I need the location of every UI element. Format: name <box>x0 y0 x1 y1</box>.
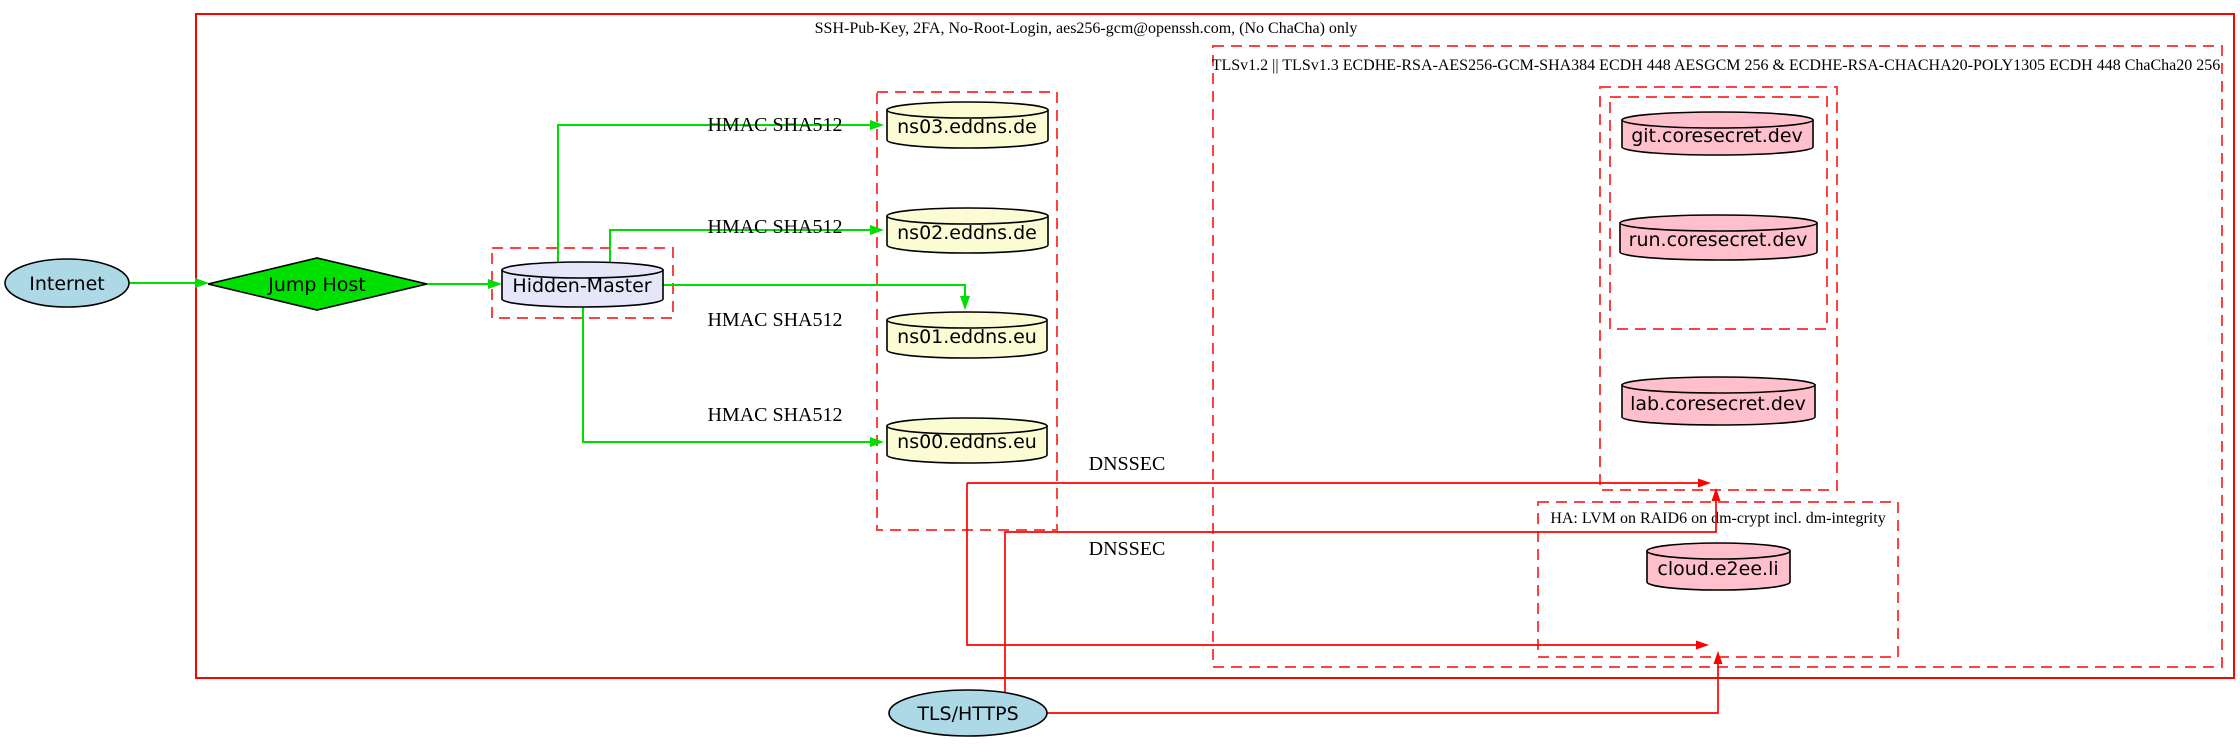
dnssec-label-1: DNSSEC <box>1089 453 1166 475</box>
dns-cluster-box <box>876 91 1058 531</box>
node-hidden-master <box>501 261 664 308</box>
hmac-label-ns01: HMAC SHA512 <box>707 309 842 331</box>
cloud-cylinder-body <box>1646 550 1791 591</box>
arrowhead-ha-up <box>1713 651 1723 664</box>
node-jump-host <box>207 257 428 311</box>
node-tls-https <box>888 689 1048 737</box>
node-internet <box>4 258 130 308</box>
edge-dnssec-ha <box>966 483 1697 646</box>
ssh-cluster-box <box>195 13 2235 679</box>
internet-ellipse <box>4 258 130 308</box>
git-cylinder-top <box>1621 111 1814 129</box>
tls-https-ellipse <box>888 689 1048 737</box>
edge-hiddenmaster-ns03 <box>557 124 870 262</box>
ns03-label: ns03.eddns.de <box>897 116 1037 138</box>
node-cloud <box>1646 542 1791 591</box>
coresecret-inner-cluster-box <box>1609 96 1828 330</box>
ha-cluster-label: HA: LVM on RAID6 on dm-crypt incl. dm-in… <box>1550 510 1885 527</box>
jump-host-diamond <box>207 257 428 311</box>
arrowhead-ha-right <box>1696 640 1709 650</box>
arrowhead-jumphost <box>195 278 209 288</box>
ns02-cylinder-top <box>886 207 1049 225</box>
green-arrowheads <box>195 120 970 447</box>
dnssec-label-2: DNSSEC <box>1089 538 1166 560</box>
ns01-cylinder-top <box>886 311 1048 329</box>
tls-cluster-label: TLSv1.2 || TLSv1.3 ECDHE-RSA-AES256-GCM-… <box>1212 57 2221 74</box>
run-cylinder-body <box>1619 222 1818 261</box>
ns02-label: ns02.eddns.de <box>897 222 1037 244</box>
arrowhead-coresecret-up <box>1711 488 1721 501</box>
arrowhead-ns01 <box>960 296 970 310</box>
ns01-label: ns01.eddns.eu <box>897 326 1037 348</box>
node-ns03 <box>886 101 1049 149</box>
dashed-cluster-borders <box>491 45 2223 668</box>
ns00-label: ns00.eddns.eu <box>897 431 1037 453</box>
internet-label: Internet <box>29 273 104 295</box>
node-lab <box>1621 376 1816 426</box>
jump-host-label: Jump Host <box>267 274 366 296</box>
hidden-master-label: Hidden-Master <box>512 275 651 297</box>
hmac-label-ns03: HMAC SHA512 <box>707 114 842 136</box>
node-ns00 <box>886 417 1048 464</box>
ns02-cylinder-body <box>886 215 1049 254</box>
tls-https-label: TLS/HTTPS <box>916 703 1018 725</box>
node-ns02 <box>886 207 1049 254</box>
hmac-label-ns02: HMAC SHA512 <box>707 216 842 238</box>
arrowhead-ns02 <box>870 225 884 235</box>
hidden-master-cylinder-top <box>501 261 664 279</box>
ns03-cylinder-body <box>886 109 1049 149</box>
git-label: git.coresecret.dev <box>1631 125 1803 147</box>
run-cylinder-top <box>1619 214 1818 232</box>
node-run <box>1619 214 1818 261</box>
cloud-cylinder-top <box>1646 542 1791 560</box>
coresecret-outer-cluster-box <box>1599 86 1838 491</box>
lab-label: lab.coresecret.dev <box>1630 393 1806 415</box>
edge-tlshttps-ha <box>1047 663 1719 714</box>
green-edges <box>129 124 966 443</box>
arrowhead-coresecret-right <box>1698 478 1711 488</box>
edge-hiddenmaster-ns00 <box>582 307 870 443</box>
arrowhead-ns03 <box>870 120 884 130</box>
red-arrowheads <box>1696 478 1723 664</box>
ns03-cylinder-top <box>886 101 1049 119</box>
red-edges <box>966 482 1719 714</box>
node-ns01 <box>886 311 1048 359</box>
ns00-cylinder-top <box>886 417 1048 435</box>
git-cylinder-body <box>1621 119 1814 156</box>
lab-cylinder-body <box>1621 384 1816 426</box>
run-label: run.coresecret.dev <box>1629 229 1808 251</box>
node-git <box>1621 111 1814 156</box>
arrowhead-hiddenmaster <box>488 279 502 289</box>
cloud-label: cloud.e2ee.li <box>1657 558 1778 580</box>
ns00-cylinder-body <box>886 425 1048 464</box>
hidden-master-cylinder-body <box>501 269 664 308</box>
ns01-cylinder-body <box>886 319 1048 359</box>
arrowhead-ns00 <box>870 437 884 447</box>
edge-hiddenmaster-ns01 <box>663 284 966 296</box>
hmac-label-ns00: HMAC SHA512 <box>707 404 842 426</box>
hidden-master-cluster-box <box>491 247 674 319</box>
ssh-cluster-label: SSH-Pub-Key, 2FA, No-Root-Login, aes256-… <box>815 20 1358 37</box>
edge-tlshttps-coresecret <box>1004 500 1717 692</box>
lab-cylinder-top <box>1621 376 1816 394</box>
edge-hiddenmaster-ns02 <box>609 229 870 262</box>
